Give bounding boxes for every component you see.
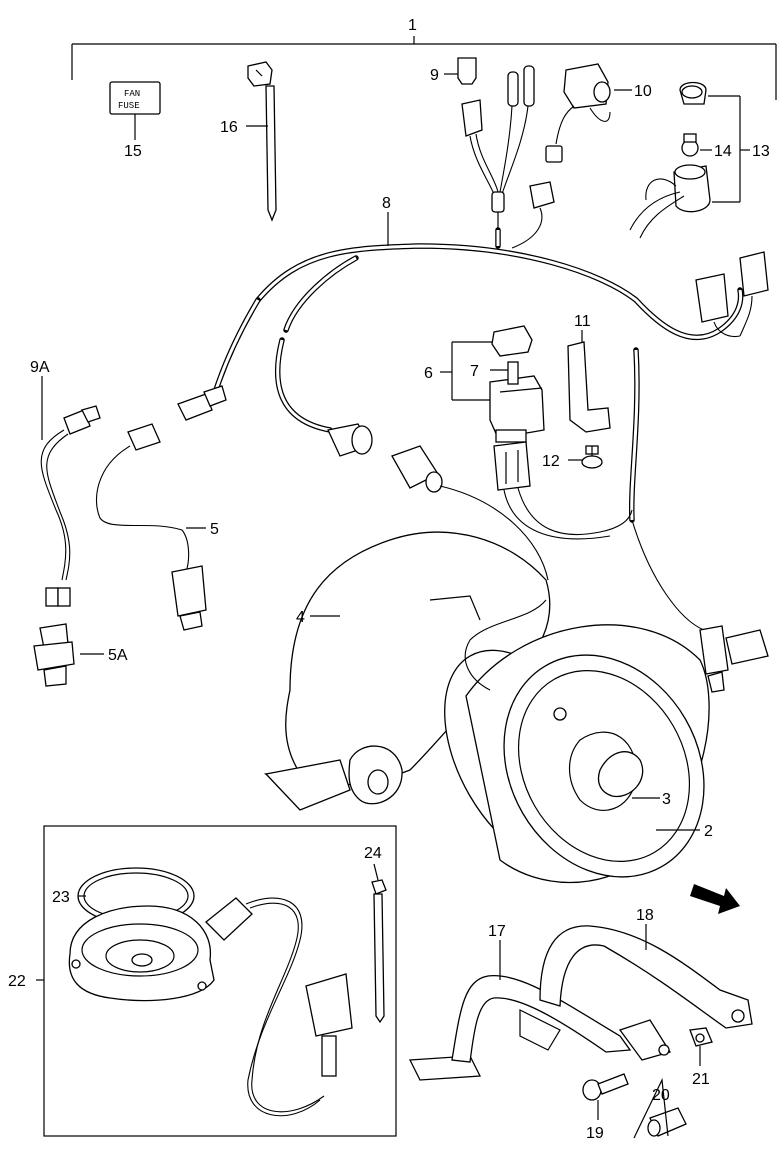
fan-bracket-lower: 17 [408, 923, 632, 1081]
callout-10: 10 [634, 83, 652, 100]
fuse-holder [461, 65, 535, 230]
callout-17: 17 [488, 923, 506, 940]
thermo-sensor-housing [68, 897, 353, 1117]
fan-shroud: 4 [263, 531, 551, 811]
callout-8: 8 [382, 195, 391, 212]
indicator-socket: 13 [629, 81, 770, 239]
callout-2: 2 [704, 823, 713, 840]
indicator-bulb: 14 [681, 133, 732, 160]
thermo-switch-lead: 5 [95, 423, 219, 631]
relay-cap: 7 [470, 325, 533, 385]
fan-bracket-upper: 18 [539, 907, 753, 1061]
callout-14: 14 [714, 143, 732, 160]
callout-19: 19 [586, 1125, 604, 1142]
fan-blade: 3 [597, 751, 671, 808]
callout-24: 24 [364, 845, 382, 862]
callout-1: 1 [408, 17, 417, 34]
callout-7: 7 [470, 363, 479, 380]
nut: 21 [689, 1027, 713, 1088]
fuse: 9 [430, 57, 477, 85]
callout-6: 6 [424, 365, 433, 382]
callout-15: 15 [124, 143, 142, 160]
bracket-screw: 12 [542, 445, 603, 470]
callout-3: 3 [662, 791, 671, 808]
callout-23: 23 [52, 889, 70, 906]
callout-13: 13 [752, 143, 770, 160]
thermo-switch: 5A [33, 623, 128, 687]
collar: 20 [633, 1077, 687, 1139]
callout-9a: 9A [30, 359, 50, 376]
relay-bracket: 11 [567, 313, 611, 433]
callout-16: 16 [220, 119, 238, 136]
harness-coupler-left [177, 385, 549, 581]
bolt: 19 [582, 1073, 629, 1142]
callout-9: 9 [430, 67, 439, 84]
callout-5a: 5A [108, 647, 128, 664]
callout-21: 21 [692, 1071, 710, 1088]
fan-switch: 10 [545, 63, 652, 163]
sensor-kit-box: 22 [8, 825, 397, 1137]
fan-relay: 6 [424, 341, 545, 443]
callout-4: 4 [296, 609, 305, 626]
fwd-arrow-icon: FWD [690, 884, 740, 914]
callout-22: 22 [8, 973, 26, 990]
fuse-line2: FUSE [118, 101, 140, 111]
fuse-line1: FAN [124, 89, 140, 99]
callout-12: 12 [542, 453, 560, 470]
sensor-cable-tie: 24 [364, 845, 387, 1024]
kit-bracket: 1 [71, 17, 777, 100]
relay-connector [493, 441, 531, 491]
fan-fuse-label: FAN FUSE 15 [109, 81, 161, 160]
fan-coupler [699, 625, 769, 693]
cable-tie: 16 [220, 61, 277, 222]
wiring-harness: 8 [213, 195, 744, 631]
small-connector [511, 181, 555, 249]
callout-18: 18 [636, 907, 654, 924]
callout-20: 20 [652, 1087, 670, 1104]
callout-5: 5 [210, 521, 219, 538]
lead-wire: 9A [30, 359, 101, 607]
callout-11: 11 [574, 313, 591, 330]
harness-coupler-right [695, 251, 769, 338]
